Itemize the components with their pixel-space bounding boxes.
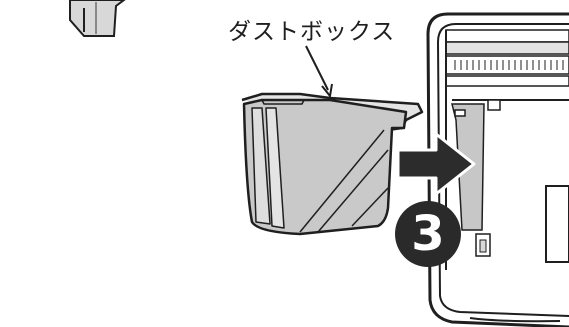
dust-box — [242, 94, 422, 234]
callout-leader — [306, 46, 332, 96]
dust-box-label: ダストボックス — [228, 12, 395, 46]
roller-assembly — [446, 30, 569, 100]
step-number-badge: 3 — [395, 201, 461, 267]
detached-part — [70, 0, 124, 36]
